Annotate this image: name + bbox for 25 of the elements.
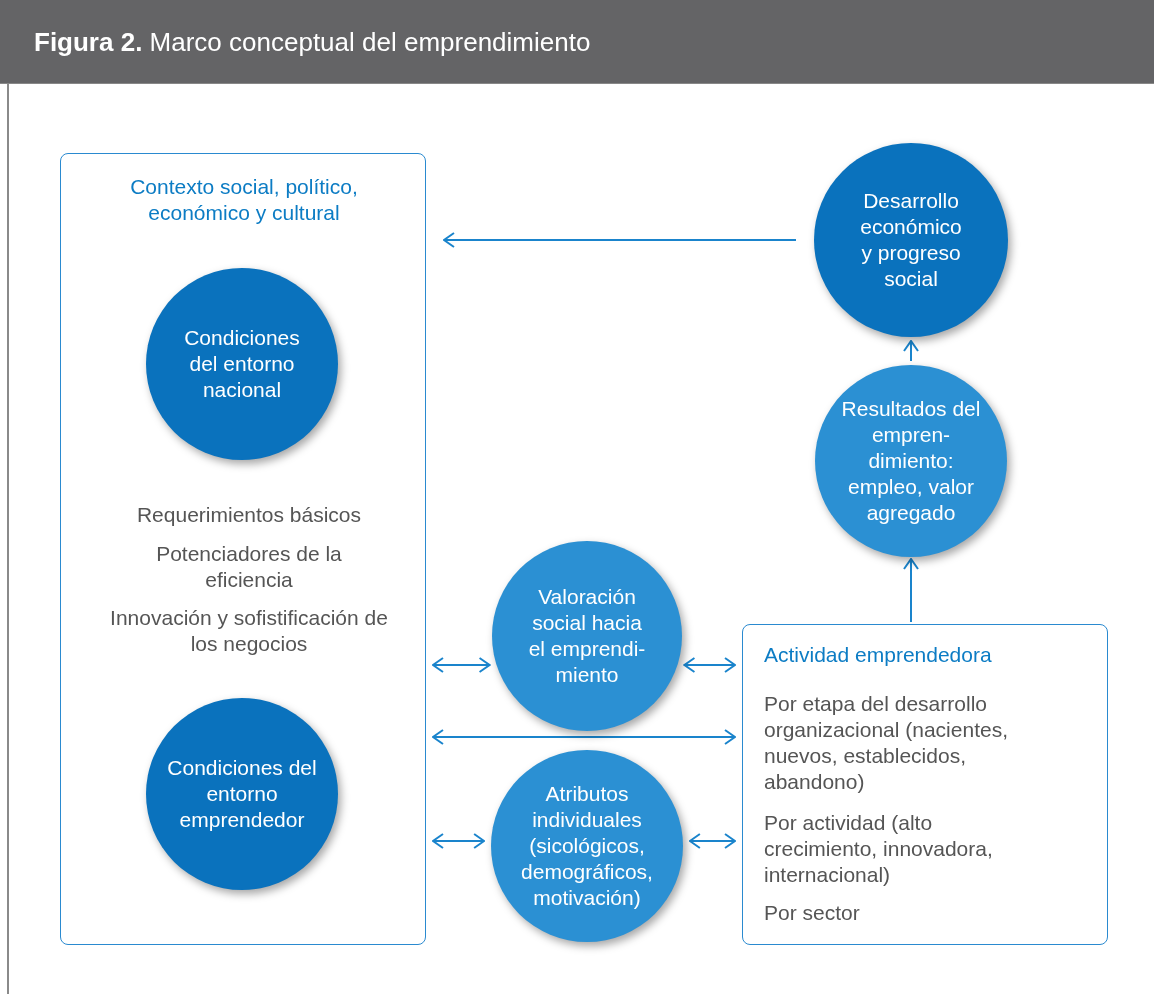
arrow xyxy=(432,833,486,849)
node-text: Resultados del empren- dimiento: empleo, valor agregado xyxy=(841,396,981,526)
context-box xyxy=(60,153,426,945)
box-heading: Contexto social, político, económico y cultural xyxy=(129,174,359,226)
box-text: Por actividad (alto crecimiento, innovadora, internacional) xyxy=(764,810,994,888)
node-text: Atributos individuales (sicológicos, demográficos, motivación) xyxy=(520,781,654,911)
arrow xyxy=(903,340,919,362)
box-text: Por etapa del desarrollo organizacional (nacientes, nuevos, establecidos, abandono) xyxy=(764,691,1009,795)
arrow xyxy=(683,657,736,673)
box-heading: Actividad emprendedora xyxy=(764,642,993,668)
box-text: Requerimientos básicos xyxy=(135,502,363,528)
node-text: Condiciones del entorno emprendedor xyxy=(166,755,318,833)
node-text: Valoración social hacia el emprendi- miento xyxy=(527,584,647,688)
arrow xyxy=(432,729,736,745)
arrow xyxy=(688,833,736,849)
arrow xyxy=(443,232,797,248)
node-text: Condiciones del entorno nacional xyxy=(183,325,301,403)
context-box xyxy=(742,624,1108,945)
box-text: Potenciadores de la eficiencia xyxy=(155,541,343,593)
box-text: Innovación y sofistificación de los negocios xyxy=(109,605,389,657)
figure-title: Figura 2. Marco conceptual del emprendimiento xyxy=(0,0,1154,84)
box-text: Por sector xyxy=(764,900,861,926)
arrow xyxy=(903,558,919,623)
node-text: Desarrollo económico y progreso social xyxy=(859,188,963,292)
arrow xyxy=(432,657,491,673)
